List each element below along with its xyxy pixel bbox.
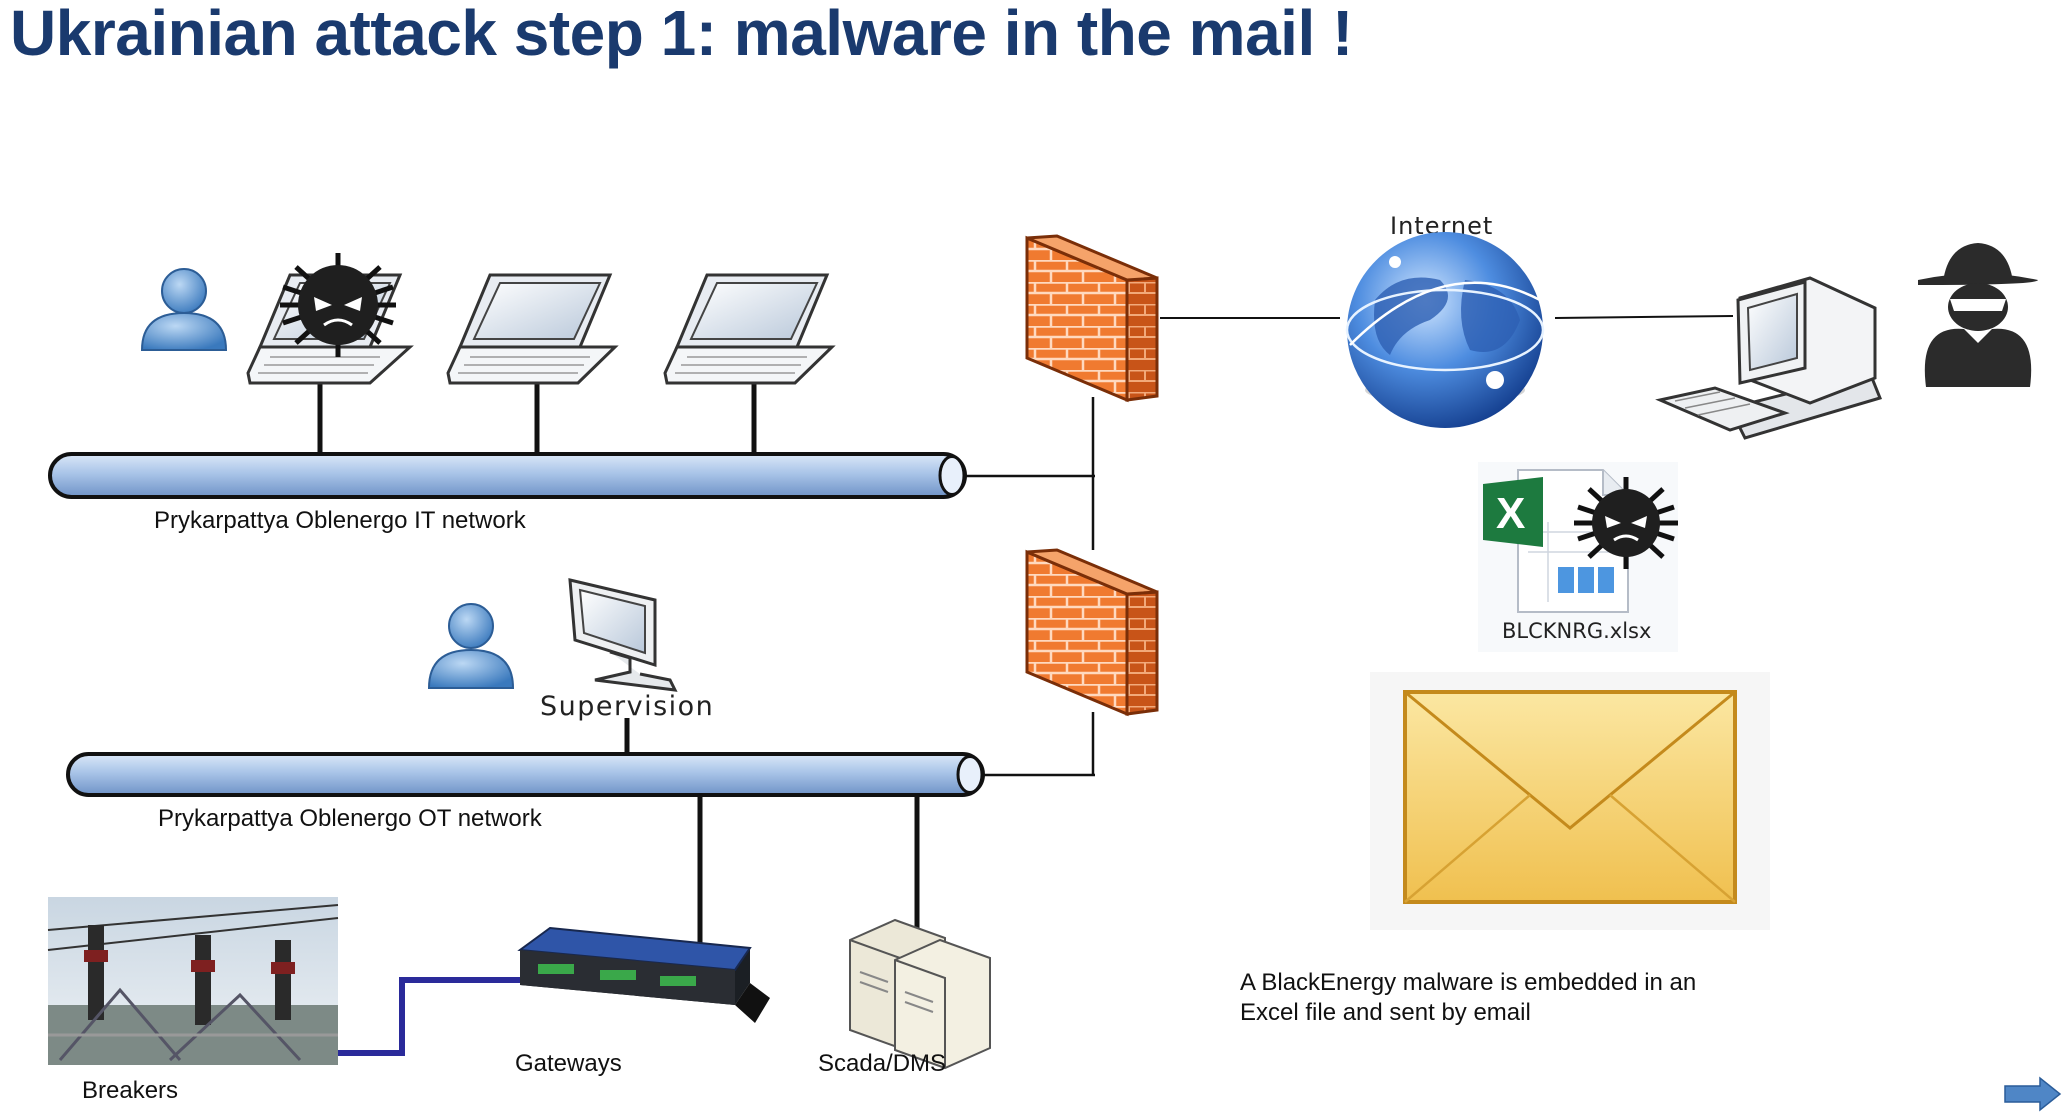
ot-network-bus: [66, 752, 985, 797]
user-icon: [427, 603, 515, 689]
server-icon: [849, 918, 991, 1070]
description-line-2: Excel file and sent by email: [1240, 999, 1531, 1026]
it-network-bus: [48, 452, 967, 499]
svg-text:X: X: [1496, 489, 1525, 538]
slide-title: Ukrainian attack step 1: malware in the …: [10, 0, 1353, 69]
breaker-gateway-link: [335, 977, 525, 1056]
description-line-1: A BlackEnergy malware is embedded in an: [1240, 969, 1696, 996]
connection-lines: [317, 315, 1734, 965]
supervision-label: Supervision: [540, 691, 714, 722]
scada-label: Scada/DMS: [818, 1050, 946, 1077]
ot-network-label: Prykarpattya Oblenergo OT network: [158, 805, 543, 832]
attachment-label: BLCKNRG.xlsx: [1502, 619, 1651, 643]
it-network-label: Prykarpattya Oblenergo IT network: [154, 507, 527, 534]
laptop-icon: [663, 273, 836, 385]
breakers-label: Breakers: [82, 1077, 178, 1104]
envelope-icon: [1370, 672, 1770, 930]
firewall-icon: [1025, 234, 1159, 403]
firewall-icon: [1025, 548, 1159, 717]
laptop-icon: [446, 273, 619, 385]
globe-icon: [1345, 232, 1545, 428]
hacker-icon: [1918, 243, 2038, 387]
user-icon: [140, 268, 228, 351]
malware-icon: [1574, 477, 1678, 569]
malware-icon: [280, 253, 396, 357]
monitor-icon: [568, 578, 678, 692]
gateways-label: Gateways: [515, 1050, 622, 1077]
desktop-computer-icon: [1655, 276, 1883, 440]
substation-breakers-image: [47, 897, 339, 1065]
gateway-device-icon: [517, 926, 770, 1023]
next-arrow-icon[interactable]: [2004, 1076, 2062, 1112]
